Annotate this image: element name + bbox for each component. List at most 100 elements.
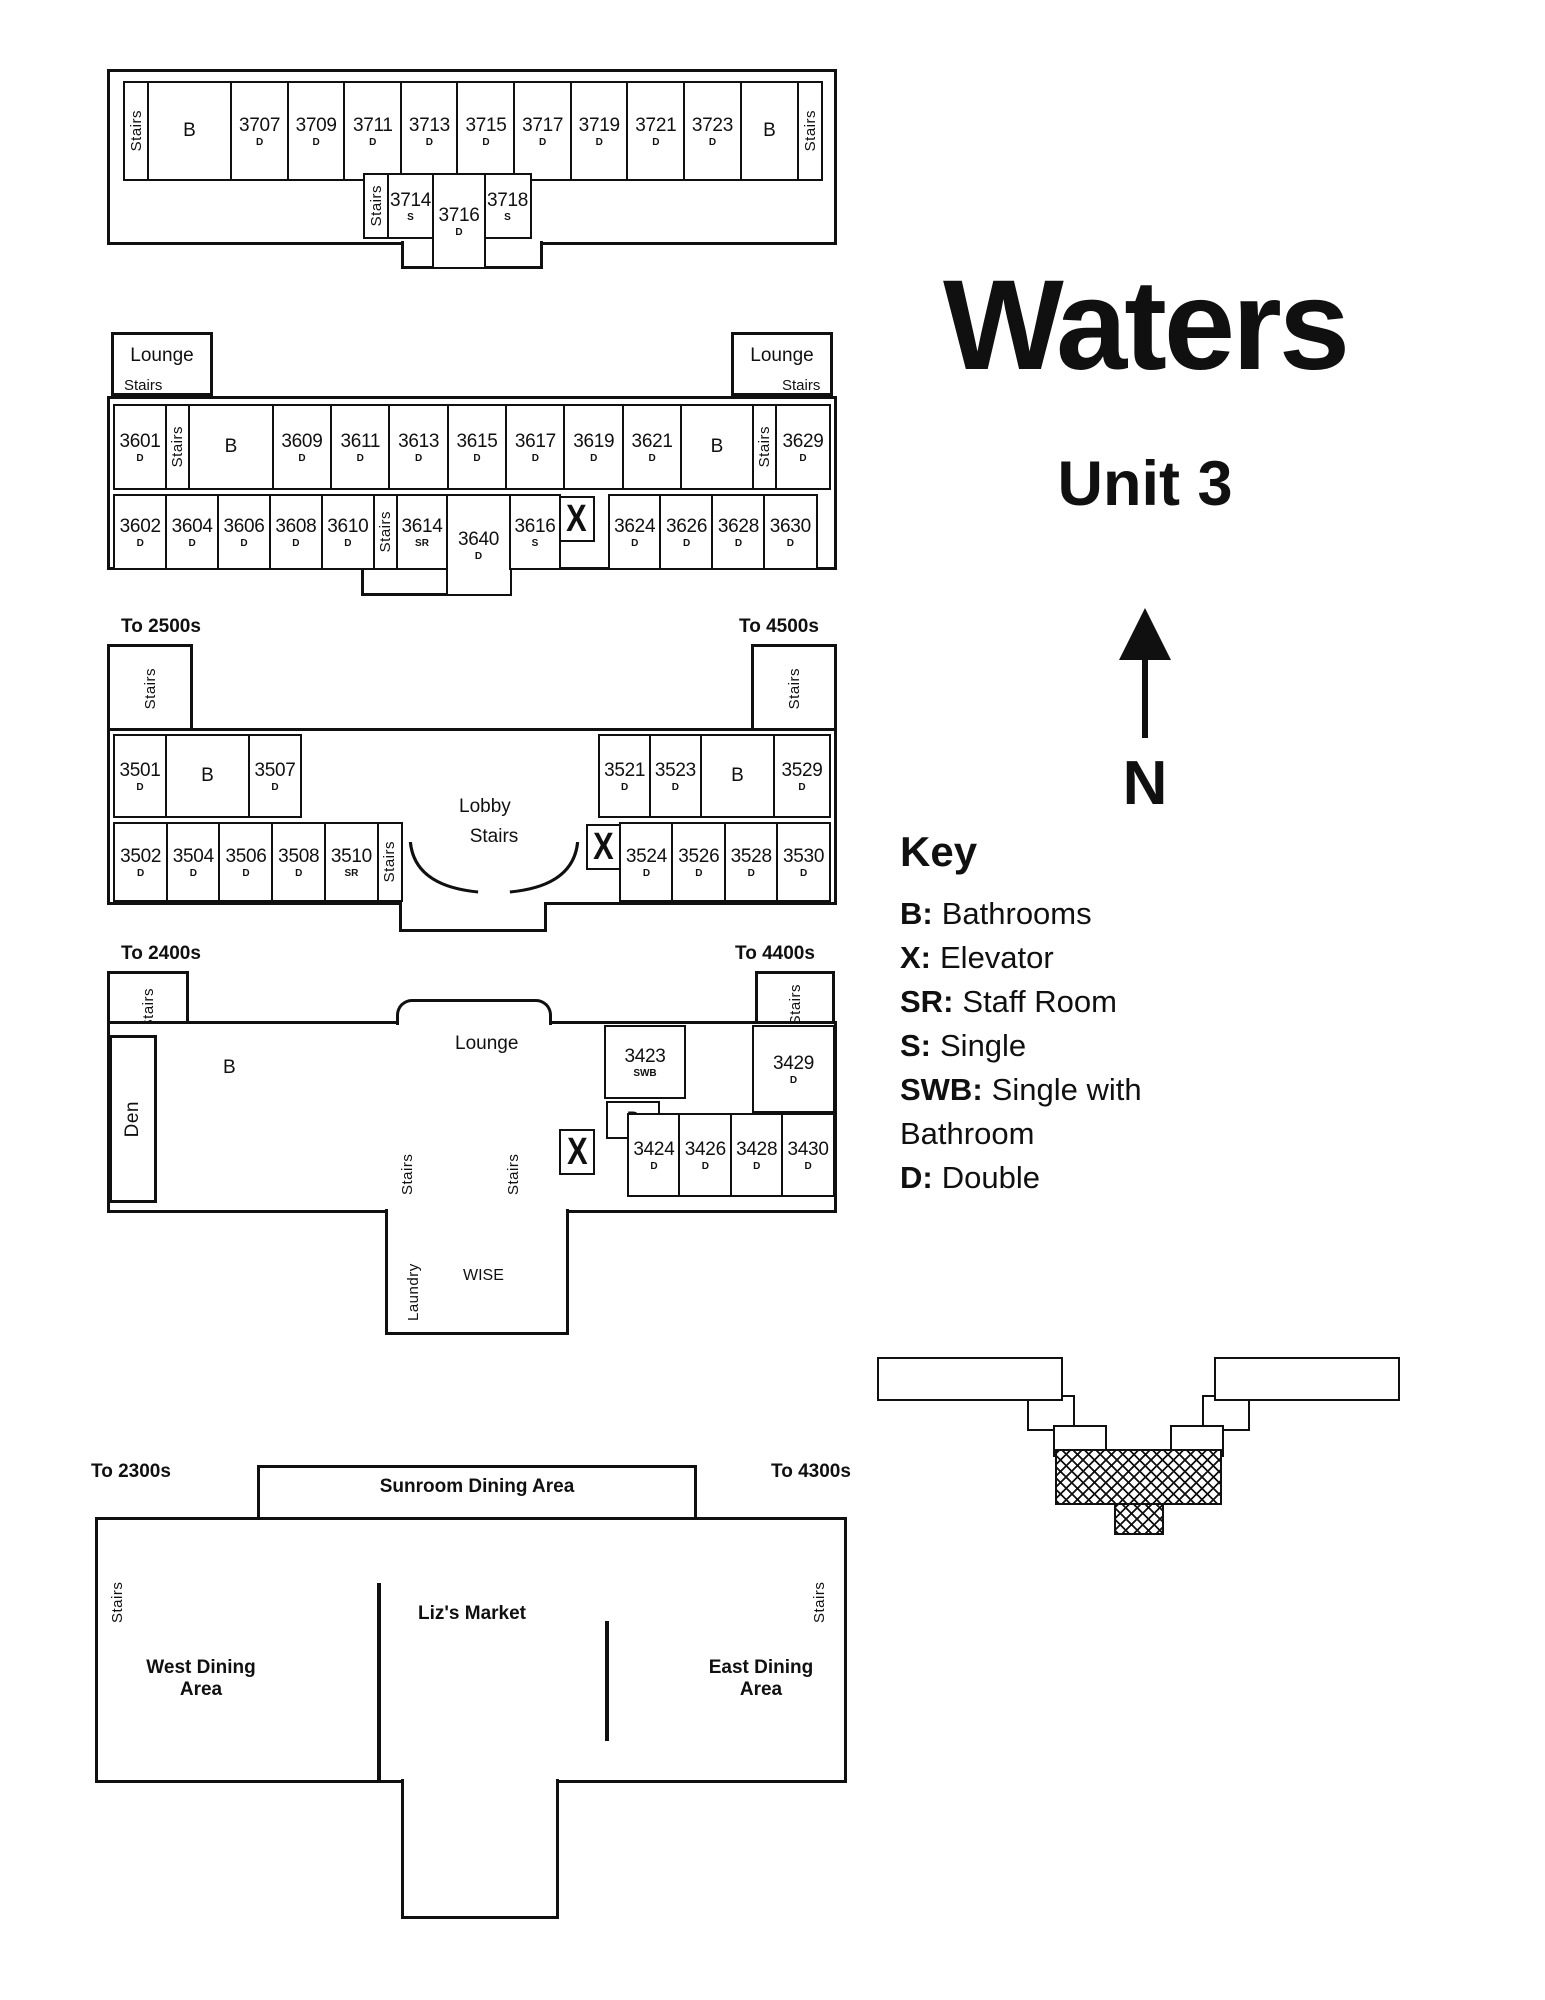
room-type: S bbox=[531, 537, 539, 549]
west-dining-label: West Dining Area bbox=[146, 1657, 256, 1700]
room-type: D bbox=[369, 136, 377, 148]
stairwell: Stairs bbox=[123, 81, 149, 181]
key-entry-double: D:Double bbox=[900, 1156, 1245, 1200]
room-number: 3602 bbox=[119, 515, 161, 537]
connection-to-2500s: To 2500s bbox=[121, 616, 201, 637]
interior-wall bbox=[377, 1583, 381, 1783]
ground-floor-south-wing bbox=[401, 1779, 559, 1919]
bathroom-label: B bbox=[710, 436, 724, 457]
room-number: 3604 bbox=[171, 515, 213, 537]
stairwell: Stairs bbox=[164, 404, 191, 490]
room-type: D bbox=[671, 781, 679, 793]
elevator-label: X bbox=[566, 1130, 588, 1173]
room-number: 3528 bbox=[730, 845, 772, 867]
room-number: 3707 bbox=[239, 114, 281, 136]
room-number: 3508 bbox=[278, 845, 320, 867]
room-type: D bbox=[786, 537, 794, 549]
room-type: D bbox=[531, 452, 539, 464]
room-type: SWB bbox=[633, 1067, 657, 1079]
room-type: D bbox=[240, 537, 248, 549]
key-entry-single: S:Single bbox=[900, 1024, 1245, 1068]
entry-door-arcs bbox=[408, 842, 580, 894]
room-number: 3424 bbox=[633, 1138, 675, 1160]
lobby-area bbox=[300, 734, 601, 818]
room-type: S bbox=[504, 211, 511, 223]
stairs-label: Stairs bbox=[399, 1153, 416, 1195]
stairs-label: Stairs bbox=[367, 185, 385, 227]
bathroom: B bbox=[146, 81, 233, 181]
room-number: 3721 bbox=[635, 114, 677, 136]
room-type: D bbox=[682, 537, 691, 549]
room-number: 3504 bbox=[172, 845, 214, 867]
stairwell: Stairs bbox=[376, 822, 403, 902]
room-number: 3615 bbox=[456, 430, 498, 452]
key-desc: Staff Room bbox=[962, 984, 1117, 1020]
connection-to-4400s: To 4400s bbox=[735, 943, 815, 964]
key-panel: Key B:Bathrooms X:Elevator SR:Staff Room… bbox=[900, 828, 1245, 1200]
room-number: 3526 bbox=[678, 845, 720, 867]
stairs-label: Stairs bbox=[141, 667, 159, 710]
room-number: 3714 bbox=[389, 189, 432, 211]
bathroom: B bbox=[680, 404, 754, 490]
north-label: N bbox=[1122, 749, 1168, 818]
bathroom-label: B bbox=[224, 436, 238, 457]
north-arrow-stem bbox=[1142, 660, 1148, 738]
room-type: D bbox=[701, 1160, 709, 1172]
room-type: D bbox=[631, 537, 639, 549]
stairs-label: Stairs bbox=[469, 826, 519, 847]
building-footprint bbox=[877, 1345, 1402, 1540]
room-type: D bbox=[798, 781, 806, 793]
room-number: 3609 bbox=[281, 430, 323, 452]
footprint-east-wing bbox=[1214, 1357, 1400, 1401]
key-entry-elevator: X:Elevator bbox=[900, 936, 1245, 980]
room-number: 3630 bbox=[769, 515, 811, 537]
key-abbr: SR: bbox=[900, 984, 954, 1020]
room-type: D bbox=[189, 867, 197, 879]
stairs-label: Stairs bbox=[756, 426, 773, 468]
key-desc: Bathrooms bbox=[941, 896, 1092, 931]
room-type: D bbox=[455, 226, 463, 238]
key-heading: Key bbox=[900, 828, 978, 875]
bathroom-label: B bbox=[763, 120, 776, 141]
footprint-unit3-highlight bbox=[1055, 1449, 1222, 1505]
room-number: 3502 bbox=[120, 845, 162, 867]
room-type: SR bbox=[344, 867, 359, 879]
footprint-west-wing bbox=[877, 1357, 1063, 1401]
room-number: 3614 bbox=[401, 515, 443, 537]
room-type: D bbox=[621, 781, 629, 793]
floor-3400s: To 2400s To 4400s Stairs Stairs Lounge B… bbox=[107, 933, 837, 1338]
room-type: D bbox=[648, 452, 656, 464]
lounge-west: Lounge Stairs bbox=[111, 332, 213, 396]
room-number: 3428 bbox=[736, 1138, 778, 1160]
room-number: 3619 bbox=[573, 430, 615, 452]
room-number: 3521 bbox=[604, 759, 646, 781]
room-type: D bbox=[136, 867, 145, 879]
